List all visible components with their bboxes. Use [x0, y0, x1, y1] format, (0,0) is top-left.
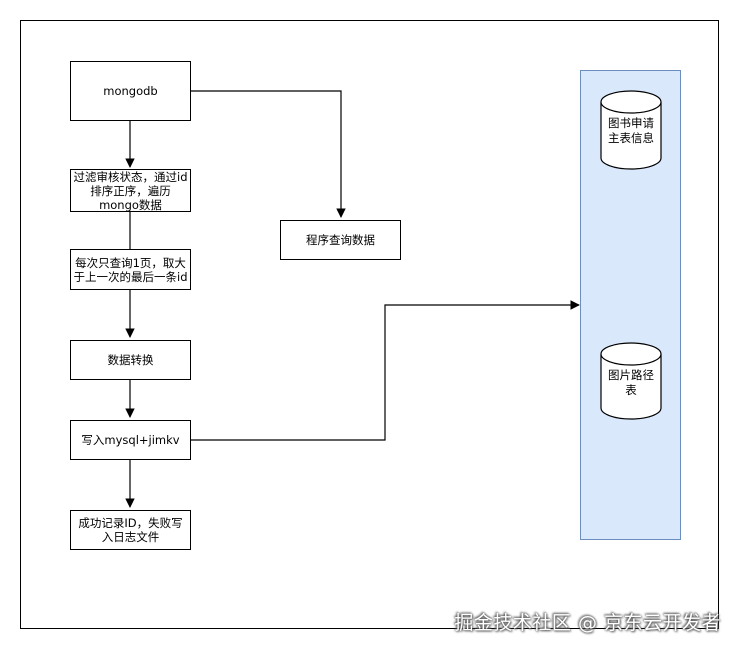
node-query: 程序查询数据	[280, 220, 401, 260]
database-image-path: 图片路径 表	[600, 342, 662, 422]
diagram-frame	[20, 20, 719, 629]
cylinder-icon	[600, 90, 662, 170]
node-mongodb: mongodb	[70, 61, 191, 121]
watermark: 掘金技术社区 @ 京东云开发者	[454, 612, 721, 634]
node-filter: 过滤审核状态，通过id 排序正序，遍历 mongo数据	[70, 169, 191, 212]
cylinder-icon	[600, 342, 662, 420]
database-label: 图书申请 主表信息	[608, 116, 654, 145]
database-label: 图片路径 表	[608, 368, 654, 397]
node-write: 写入mysql+jimkv	[70, 420, 191, 460]
edge-write-storage	[190, 300, 580, 441]
edge-mongodb-query	[190, 90, 346, 218]
node-paging: 每次只查询1页，取大 于上一次的最后一条id	[70, 249, 191, 290]
database-book-application: 图书申请 主表信息	[600, 90, 662, 170]
node-result: 成功记录ID，失败写 入日志文件	[70, 510, 191, 550]
node-convert: 数据转换	[70, 340, 191, 380]
